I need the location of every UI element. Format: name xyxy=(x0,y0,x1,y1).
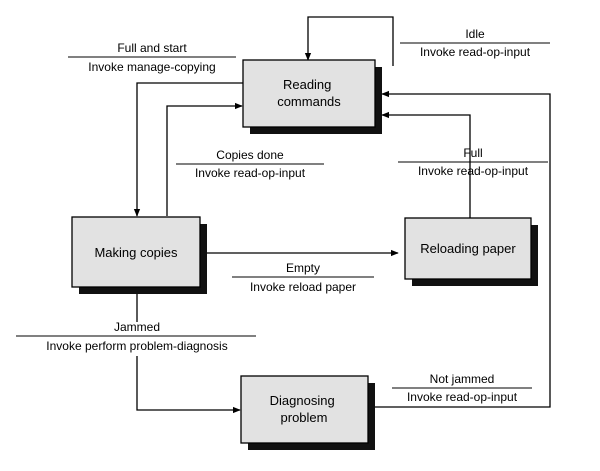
event-label: Copies done xyxy=(216,148,284,162)
state-diagnosing-problem: Diagnosing problem xyxy=(240,375,375,450)
transition-full: Full Invoke read-op-input xyxy=(418,146,529,178)
action-label: Invoke read-op-input xyxy=(407,390,518,404)
event-label: Jammed xyxy=(114,320,160,334)
transition-empty: Empty Invoke reload paper xyxy=(250,261,356,294)
transition-full-and-start: Full and start Invoke manage-copying xyxy=(88,41,215,74)
action-label: Invoke read-op-input xyxy=(418,164,529,178)
event-label: Idle xyxy=(465,27,485,41)
action-label: Invoke read-op-input xyxy=(195,166,306,180)
state-label: Making copies xyxy=(94,245,178,260)
state-label: Reloading paper xyxy=(420,241,516,256)
event-label: Empty xyxy=(286,261,320,275)
svg-text:Reloading paper: Reloading paper xyxy=(420,241,516,256)
action-label: Invoke read-op-input xyxy=(420,45,531,59)
arrow-full-and-start xyxy=(133,82,243,217)
transition-idle: Idle Invoke read-op-input xyxy=(420,27,531,59)
transition-copies-done: Copies done Invoke read-op-input xyxy=(195,148,306,180)
event-label: Full xyxy=(463,146,482,160)
svg-text:Making copies: Making copies xyxy=(94,245,178,260)
state-label: commands xyxy=(277,94,341,109)
svg-text:Diagnosing problem: Diagnosing problem xyxy=(270,393,339,425)
svg-text:Reading commands: Reading commands xyxy=(277,77,341,109)
state-label: Diagnosing xyxy=(270,393,335,408)
state-reading-commands: Reading commands xyxy=(242,59,382,134)
state-label: problem xyxy=(281,410,328,425)
state-reloading-paper: Reloading paper xyxy=(404,217,538,286)
state-label: Reading xyxy=(283,77,331,92)
state-making-copies: Making copies xyxy=(71,216,207,294)
transition-jammed: Jammed Invoke perform problem-diagnosis xyxy=(46,320,227,353)
event-label: Full and start xyxy=(117,41,187,55)
arrow-copies-done xyxy=(166,102,243,216)
arrow-full xyxy=(381,111,471,218)
event-label: Not jammed xyxy=(430,372,495,386)
arrow-jammed-lower xyxy=(136,356,241,414)
action-label: Invoke perform problem-diagnosis xyxy=(46,339,227,353)
action-label: Invoke manage-copying xyxy=(88,60,215,74)
action-label: Invoke reload paper xyxy=(250,280,356,294)
arrow-idle-self-loop xyxy=(304,16,394,66)
arrow-not-jammed xyxy=(375,90,551,408)
transition-not-jammed: Not jammed Invoke read-op-input xyxy=(407,372,518,404)
